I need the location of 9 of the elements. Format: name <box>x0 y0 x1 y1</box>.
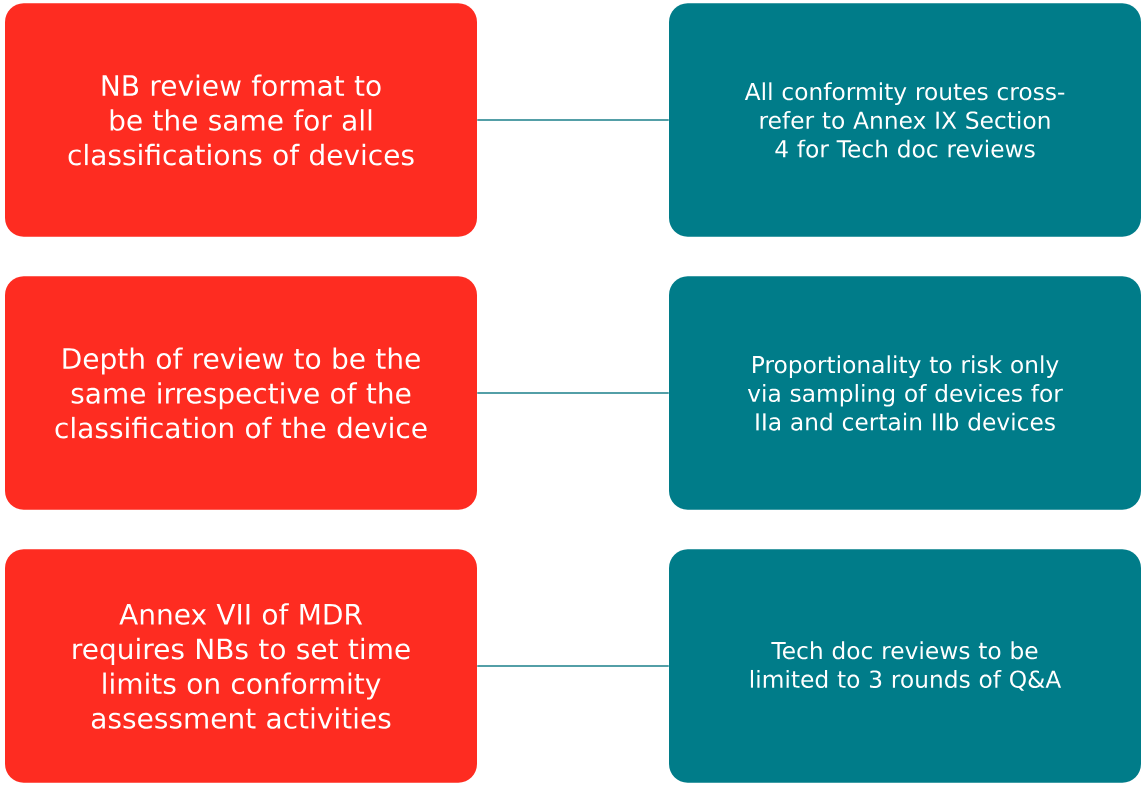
process-box: Depth of review to be the same irrespective of the classification of the device <box>5 276 477 510</box>
connector-line <box>476 119 670 121</box>
process-box: Annex VII of MDR requires NBs to set time limits on conformity assessment activities <box>5 549 477 783</box>
process-box: All conformity routes cross-refer to Annex IX Section 4 for Tech doc reviews <box>669 3 1141 237</box>
process-box: Proportionality to risk only via sampling of devices for IIa and certain IIb devices <box>669 276 1141 510</box>
process-box: Tech doc reviews to be limited to 3 rounds of Q&A <box>669 549 1141 783</box>
connector-line <box>476 392 670 394</box>
process-box: NB review format to be the same for all classifications of devices <box>5 3 477 237</box>
connector-line <box>476 665 670 667</box>
